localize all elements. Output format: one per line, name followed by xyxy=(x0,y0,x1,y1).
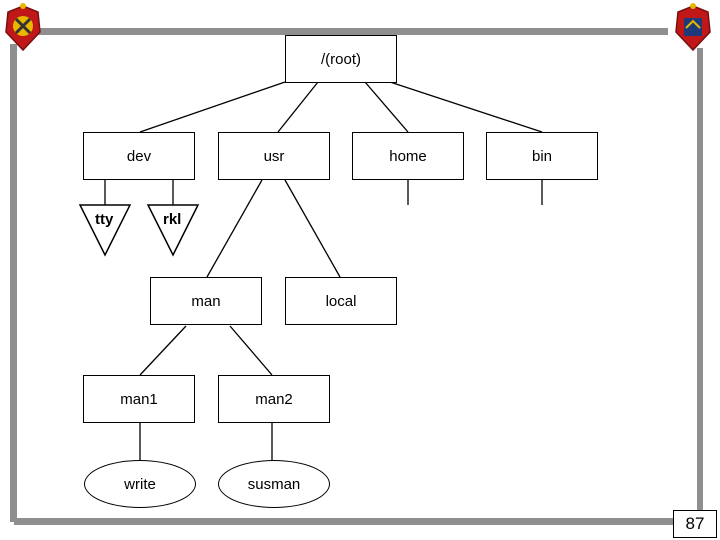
node-home: home xyxy=(352,132,464,180)
frame-bottom-bar xyxy=(14,518,678,525)
frame-left-bar xyxy=(10,44,17,522)
node-dev: dev xyxy=(83,132,195,180)
node-root: /(root) xyxy=(285,35,397,83)
node-man2: man2 xyxy=(218,375,330,423)
node-man1: man1 xyxy=(83,375,195,423)
node-write: write xyxy=(84,460,196,508)
node-usr: usr xyxy=(218,132,330,180)
node-bin: bin xyxy=(486,132,598,180)
node-susman: susman xyxy=(218,460,330,508)
frame-top-bar xyxy=(30,28,668,35)
emblem-left-icon xyxy=(5,3,41,52)
rkl-triangle xyxy=(146,204,200,257)
tty-triangle xyxy=(78,204,132,257)
tty-label: tty xyxy=(95,211,114,228)
emblem-right-icon xyxy=(675,3,711,52)
node-local: local xyxy=(285,277,397,325)
node-man: man xyxy=(150,277,262,325)
frame-right-bar xyxy=(697,48,703,510)
page-number: 87 xyxy=(673,510,717,538)
rkl-label: rkl xyxy=(163,211,182,228)
